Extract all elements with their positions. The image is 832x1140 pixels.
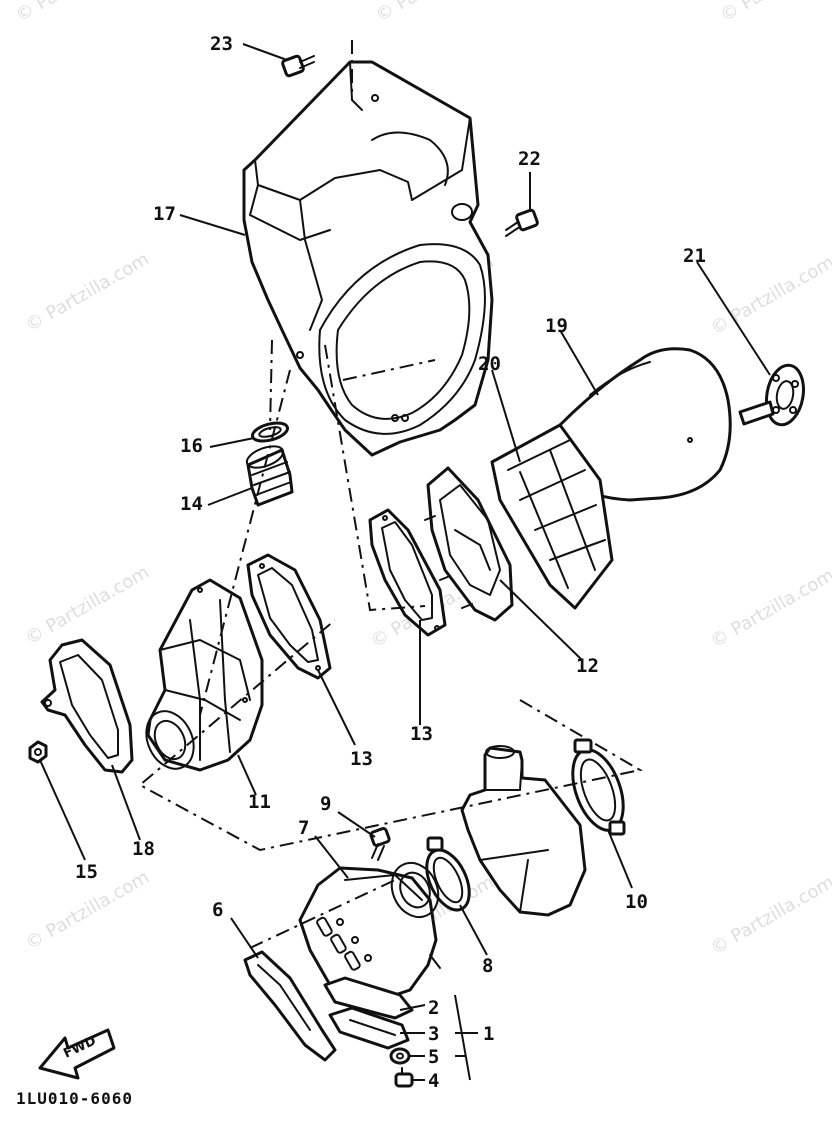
callout-12: 12: [576, 655, 599, 677]
watermark: © Partzilla.com: [22, 562, 153, 650]
element-guide-20: [490, 423, 614, 610]
fwd-arrow: FWD: [38, 1028, 116, 1080]
diagram-code: 1LU010-6060: [16, 1089, 133, 1108]
callout-4: 4: [428, 1070, 439, 1092]
clamp-10: [571, 738, 626, 836]
leader-lines: [39, 43, 771, 1081]
callout-2: 2: [428, 997, 439, 1019]
callout-15: 15: [75, 861, 98, 883]
watermark: © Partzilla.com: [22, 249, 153, 337]
callout-10: 10: [625, 891, 648, 913]
nut-15: [28, 740, 48, 764]
callout-23: 23: [210, 33, 233, 55]
callout-14: 14: [180, 493, 203, 515]
bolt-22: [505, 208, 539, 237]
callout-8: 8: [482, 955, 493, 977]
bolt-23: [281, 54, 315, 78]
callout-22: 22: [518, 148, 541, 170]
clip-16: [250, 421, 290, 443]
stopper-3: [328, 1006, 410, 1050]
callout-18: 18: [132, 838, 155, 860]
watermark: © Partzilla.com: [707, 872, 832, 960]
watermark: © Partzilla.com: [372, 0, 503, 26]
callout-9: 9: [320, 793, 331, 815]
callout-11: 11: [248, 791, 271, 813]
callout-7: 7: [298, 817, 309, 839]
joint-11: [145, 578, 264, 772]
callout-3: 3: [428, 1023, 439, 1045]
joint-14: [245, 445, 294, 507]
watermark: © Partzilla.com: [707, 565, 832, 653]
flange-12: [424, 466, 514, 622]
bolt-9: [369, 827, 391, 861]
watermark: © Partzilla.com: [717, 0, 832, 26]
screw-4: [394, 1067, 414, 1088]
reed-valve-assembly-7: [298, 861, 441, 1007]
wing-bolt-21: [738, 363, 805, 427]
gasket-6: [243, 950, 337, 1062]
callout-20: 20: [478, 353, 501, 375]
reference-lines: [138, 40, 643, 949]
callout-19: 19: [545, 315, 568, 337]
gasket-13-left: [246, 553, 332, 680]
air-box-case: [242, 60, 494, 457]
callout-17: 17: [153, 203, 176, 225]
callout-1: 1: [483, 1023, 494, 1045]
watermark: © Partzilla.com: [707, 252, 832, 340]
callout-16: 16: [180, 435, 203, 457]
reed-2: [323, 976, 414, 1020]
callout-13-left: 13: [350, 748, 373, 770]
callout-6: 6: [212, 899, 223, 921]
washer-5: [389, 1047, 411, 1065]
callout-21: 21: [683, 245, 706, 267]
callout-13-right: 13: [410, 723, 433, 745]
gasket-13-right: [368, 508, 447, 637]
plate-18: [40, 638, 134, 774]
callout-5: 5: [428, 1046, 439, 1068]
callouts: 23 22 17 21 19 20 16 14 12 13 13 11 18 1…: [75, 33, 706, 1092]
watermark: © Partzilla.com: [12, 0, 143, 26]
